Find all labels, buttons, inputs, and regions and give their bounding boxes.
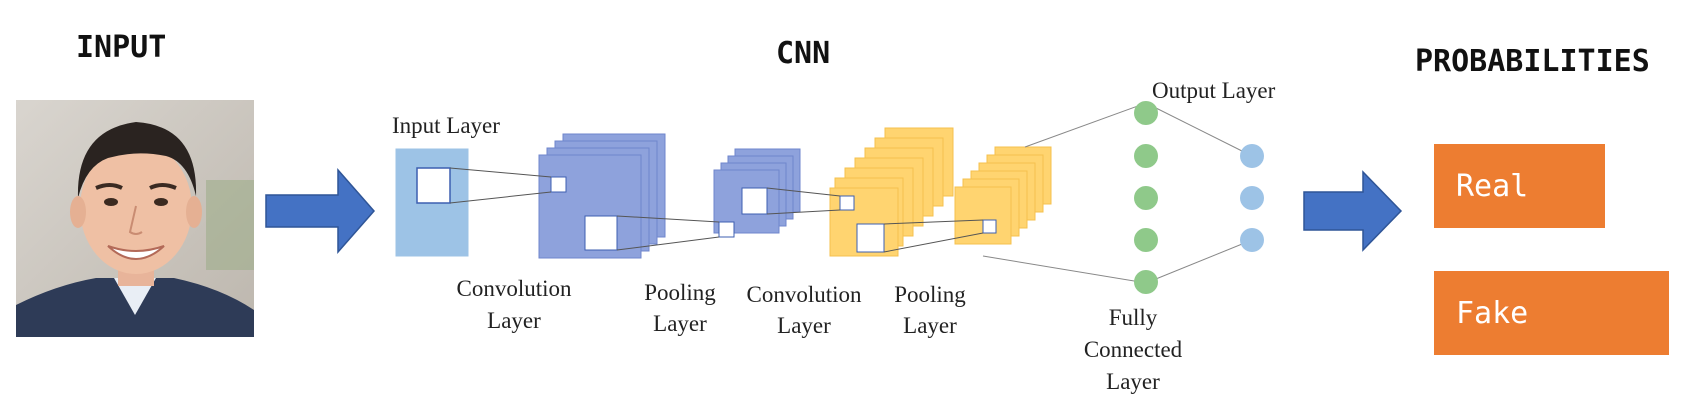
conv1-cell bbox=[550, 176, 567, 193]
fc-label-line1: Fully bbox=[1109, 305, 1158, 330]
conv1-label-line2: Layer bbox=[487, 308, 541, 333]
conv2-feature-maps bbox=[829, 127, 954, 257]
fc-node bbox=[1134, 186, 1158, 210]
input-receptive-field bbox=[416, 167, 451, 204]
fc-label-line3: Layer bbox=[1106, 369, 1160, 394]
probabilities-title: PROBABILITIES bbox=[1415, 44, 1650, 79]
pool2-label-line2: Layer bbox=[903, 313, 957, 338]
conv1-receptive-field bbox=[584, 215, 618, 251]
pool2-cell bbox=[982, 219, 997, 234]
fc-node bbox=[1134, 144, 1158, 168]
pool1-receptive-field bbox=[741, 187, 768, 215]
conv2-cell bbox=[839, 195, 855, 211]
output-real-box: Real bbox=[1434, 144, 1605, 228]
output-node bbox=[1240, 144, 1264, 168]
input-layer-label: Input Layer bbox=[392, 113, 500, 138]
conv2-label-line1: Convolution bbox=[746, 282, 862, 307]
pool1-label-line2: Layer bbox=[653, 311, 707, 336]
fc-label-line2: Connected bbox=[1084, 337, 1183, 362]
output-fake-box: Fake bbox=[1434, 271, 1669, 355]
input-face-photo bbox=[16, 100, 254, 337]
output-layer-label: Output Layer bbox=[1152, 78, 1276, 103]
conv1-label-line1: Convolution bbox=[456, 276, 572, 301]
conv1-feature-maps bbox=[538, 133, 666, 259]
right-arrow-icon bbox=[265, 168, 375, 254]
conv2-label-line2: Layer bbox=[777, 313, 831, 338]
pool2-label-line1: Pooling bbox=[894, 282, 966, 307]
fc-node bbox=[1134, 101, 1158, 125]
fc-node bbox=[1134, 270, 1158, 294]
right-arrow-icon bbox=[1303, 170, 1403, 252]
pool1-cell bbox=[718, 221, 735, 238]
fully-connected-nodes bbox=[1134, 101, 1158, 294]
pool1-label-line1: Pooling bbox=[644, 280, 716, 305]
fc-node bbox=[1134, 228, 1158, 252]
conv2-receptive-field bbox=[856, 223, 885, 253]
output-node bbox=[1240, 186, 1264, 210]
cnn-title: CNN bbox=[776, 36, 831, 71]
output-nodes bbox=[1240, 144, 1264, 252]
output-node bbox=[1240, 228, 1264, 252]
input-title: INPUT bbox=[76, 30, 167, 65]
pool2-feature-maps bbox=[954, 146, 1052, 245]
